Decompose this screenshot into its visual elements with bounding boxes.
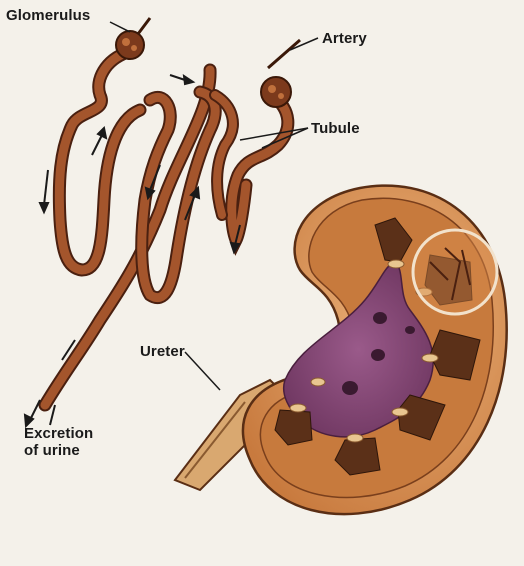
label-excretion-line1: Excretion [24, 425, 93, 442]
glomerulus-left [116, 31, 144, 59]
artery-vessel [268, 40, 300, 68]
label-excretion-line2: of urine [24, 442, 93, 459]
label-excretion: Excretion of urine [24, 425, 93, 459]
nephron-group [25, 18, 300, 426]
kidney-group [175, 186, 507, 515]
magnifier-circle [413, 230, 497, 314]
label-tubule: Tubule [311, 120, 360, 137]
label-glomerulus: Glomerulus [6, 7, 90, 24]
label-ureter: Ureter [140, 343, 185, 360]
glomerulus-right [261, 77, 291, 107]
label-artery: Artery [322, 30, 367, 47]
